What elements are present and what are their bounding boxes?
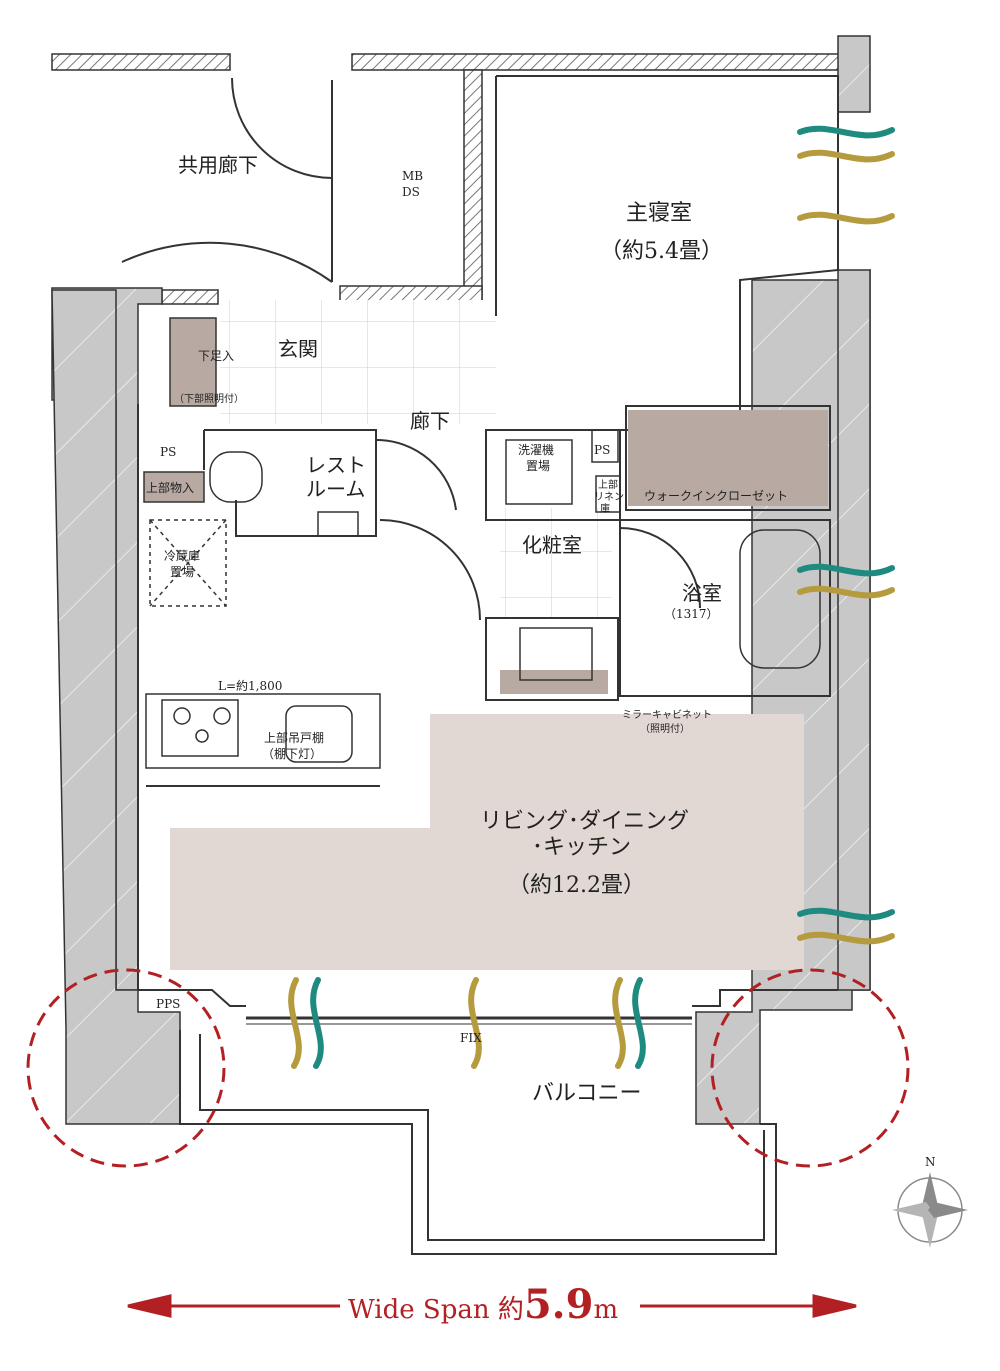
bathroom-size: （1317） — [664, 607, 719, 621]
compass-icon — [892, 1172, 968, 1248]
hallway-label: 廊下 — [410, 409, 450, 433]
restroom-label-1: レスト — [306, 453, 366, 477]
shoe-box — [169, 317, 217, 407]
doors — [121, 77, 701, 621]
upper-storage-box — [143, 471, 205, 503]
ds-label: DS — [402, 185, 420, 199]
mirror-cabinet-fill — [500, 670, 608, 694]
ldk-label-1: リビング･ダイニング — [480, 809, 689, 834]
pps-label: PPS — [156, 997, 180, 1011]
top-walls — [51, 35, 871, 305]
entrance-label: 玄関 — [278, 337, 318, 361]
ldk-size: （約12.2畳） — [508, 873, 645, 898]
highlight-circle-left — [26, 968, 226, 1168]
master-bedroom-size: （約5.4畳） — [600, 239, 723, 264]
fixtures — [145, 429, 821, 769]
span-arrow — [127, 1294, 857, 1318]
wide-span-unit: m — [593, 1295, 618, 1325]
master-bedroom-label: 主寝室 — [626, 201, 692, 226]
wide-span-label: Wide Span 約5.9m — [348, 1281, 618, 1328]
vanity-label: 化粧室 — [522, 533, 582, 557]
ldk-floor — [170, 714, 804, 970]
mirror-cabinet-label-2: （照明付） — [640, 722, 690, 735]
ps-label-right: PS — [594, 443, 610, 457]
upper-storage-label: 上部物入 — [146, 480, 194, 495]
balcony-label: バルコニー — [532, 1081, 642, 1106]
restroom-label-2: ルーム — [306, 477, 365, 501]
entrance-floor — [220, 300, 496, 424]
fridge-label-1: 冷蔵庫 — [164, 549, 200, 563]
wide-span-value: 5.9 — [524, 1281, 594, 1328]
fix-label: FIX — [460, 1031, 482, 1045]
washer-label-1: 洗濯機 — [518, 442, 554, 457]
cabinet-label-2: （棚下灯） — [262, 746, 322, 761]
vanity-floor — [500, 508, 612, 618]
washer-label-2: 置場 — [526, 459, 550, 473]
shoe-box-label: 下足入 — [198, 349, 234, 363]
highlight-circle-right — [710, 968, 910, 1168]
wide-span-prefix: Wide Span 約 — [348, 1295, 524, 1325]
fridge-label-2: 置場 — [170, 565, 194, 579]
linen-label-1: 上部 — [598, 478, 618, 491]
bathroom-label: 浴室 — [682, 581, 722, 605]
ldk-label-2: ･キッチン — [532, 835, 631, 860]
mirror-cabinet-label-1: ミラーキャビネット — [622, 709, 712, 721]
kitchen-length-label: L=約1,800 — [218, 678, 282, 693]
walk-in-closet-label: ウォークインクローゼット — [644, 489, 788, 503]
common-corridor-label: 共用廊下 — [178, 153, 258, 177]
linen-label-3: 庫 — [600, 502, 610, 515]
wind-arrows — [288, 125, 895, 1069]
shoe-box-note: （下部照明付） — [174, 392, 244, 405]
cabinet-label-1: 上部吊戸棚 — [264, 730, 324, 745]
ps-label-left: PS — [160, 445, 176, 459]
linen-label-2: リネン — [594, 491, 624, 503]
mb-label: MB — [402, 169, 423, 183]
compass-north-label: N — [925, 1155, 936, 1169]
walk-in-closet-fill — [628, 410, 828, 506]
